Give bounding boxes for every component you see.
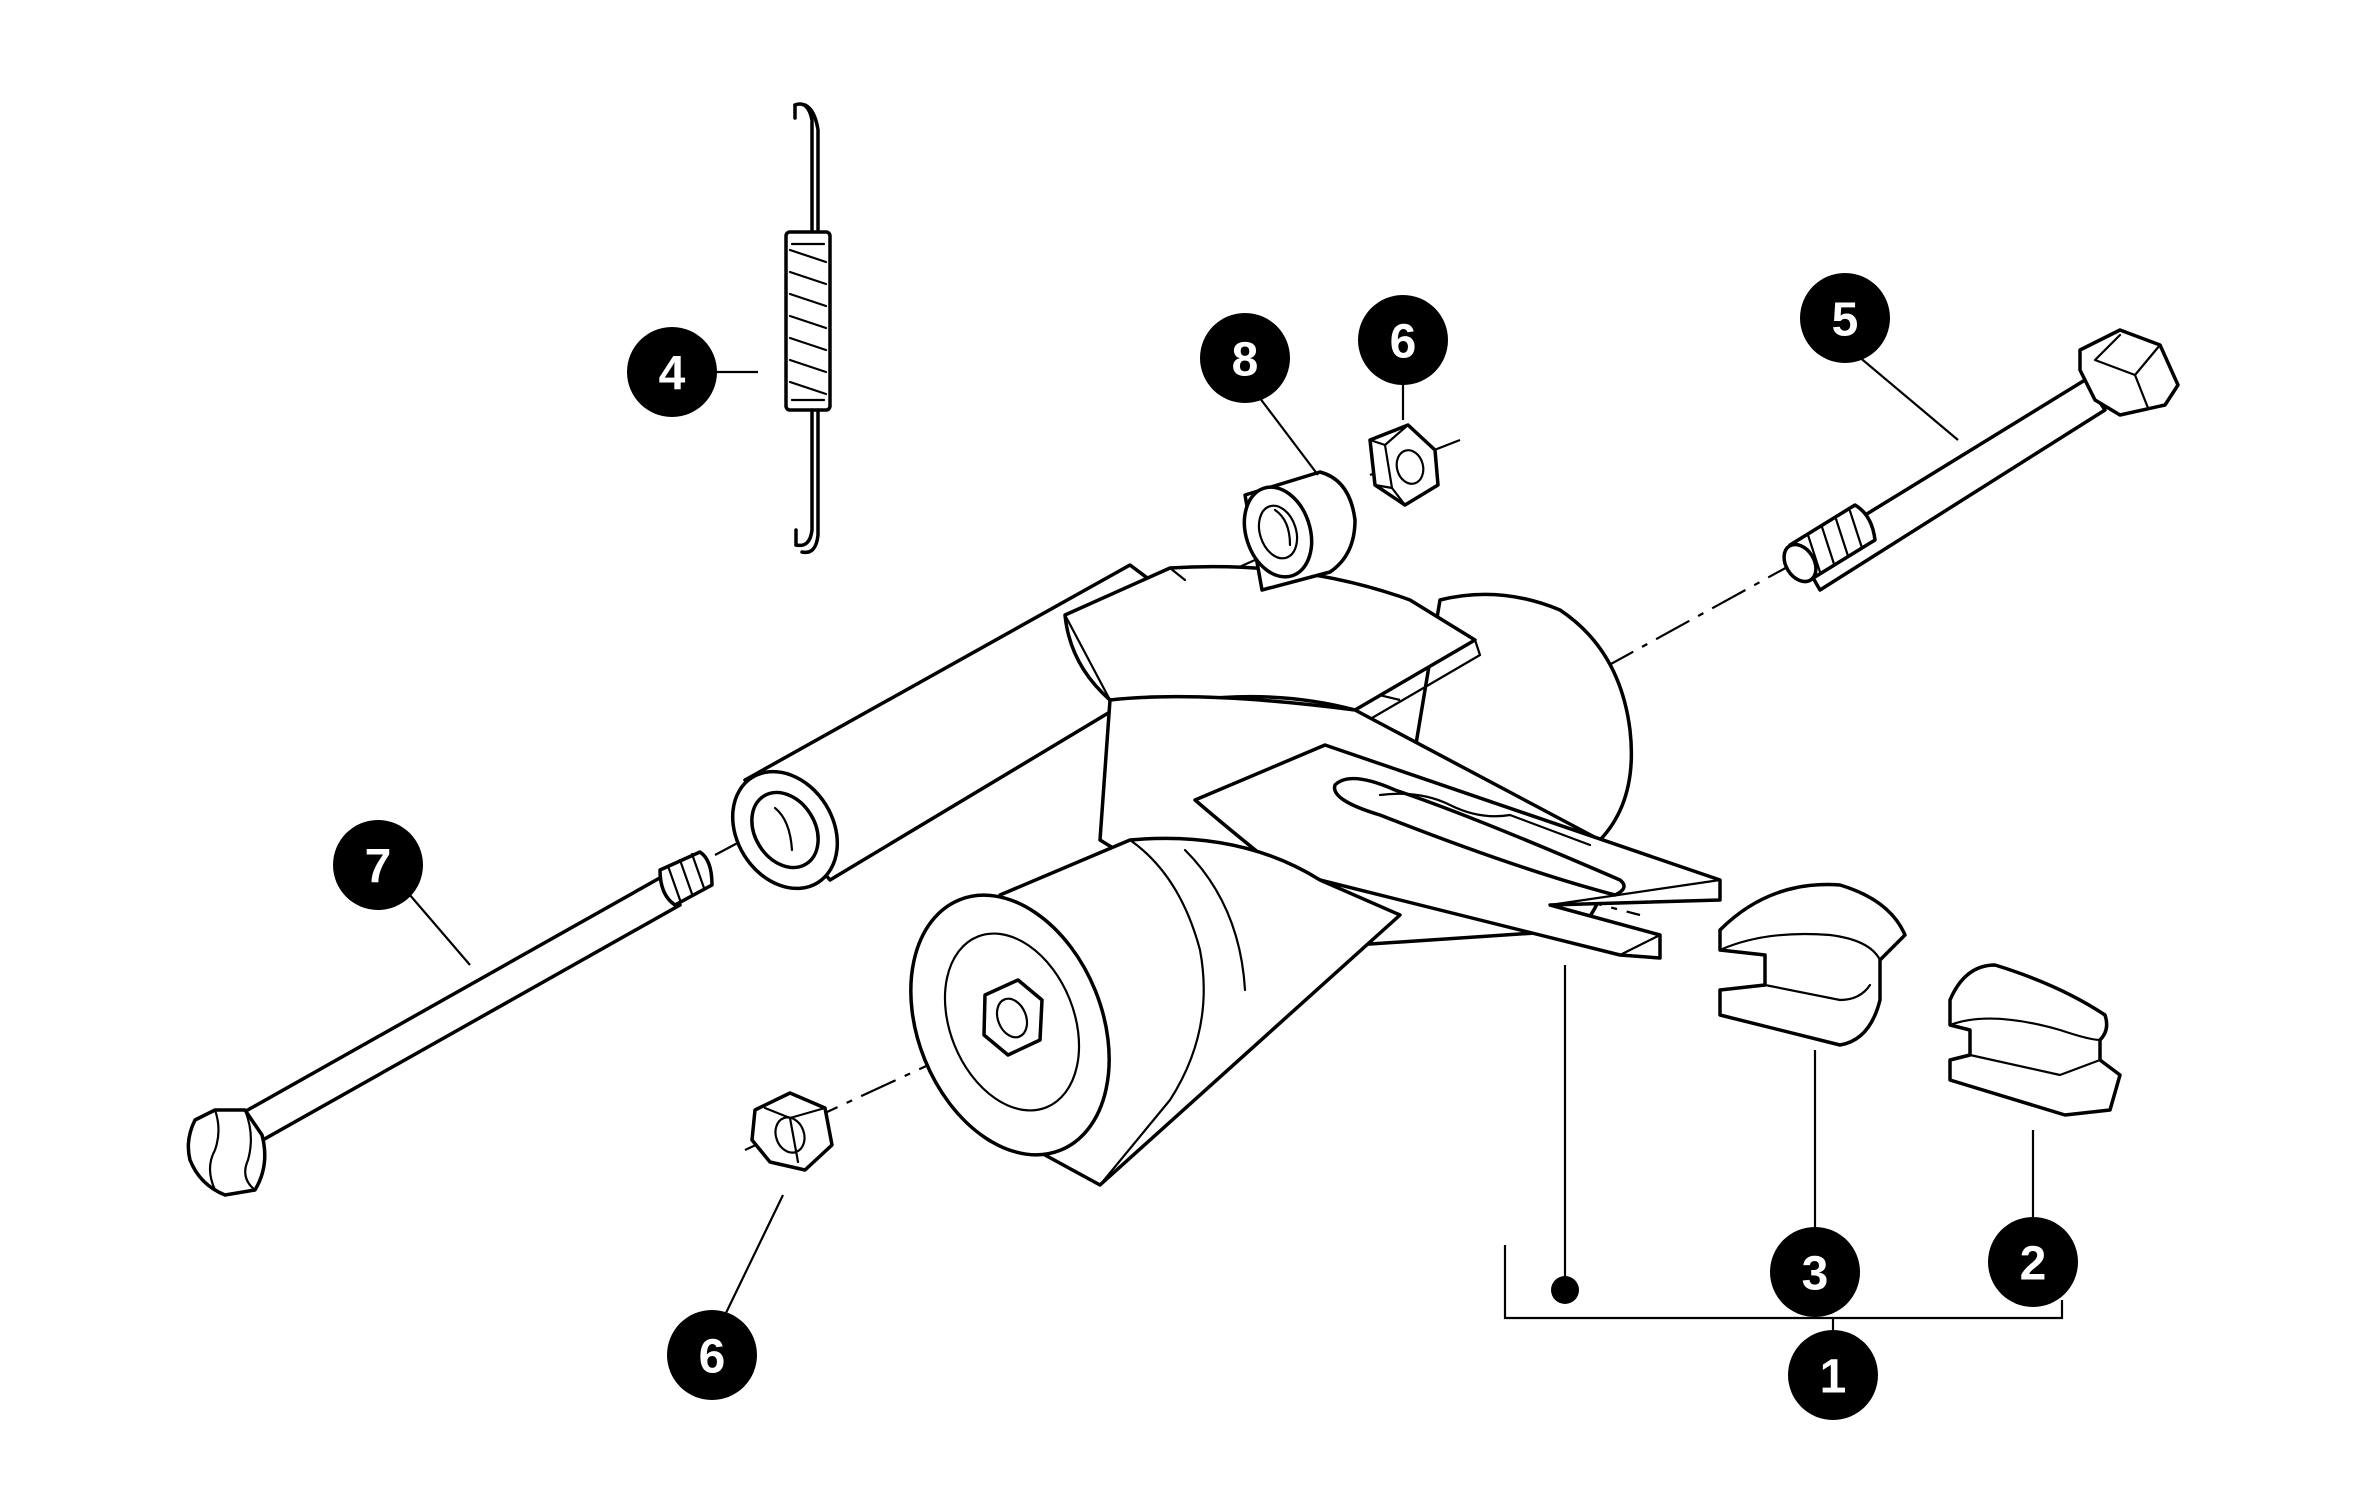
- callout-4: 4: [627, 327, 717, 417]
- callout-6-upper: 6: [1358, 295, 1448, 385]
- callout-3: 3: [1770, 1227, 1860, 1317]
- housing-dot-marker: [1551, 1276, 1579, 1304]
- callout-7: 7: [333, 820, 423, 910]
- slider-block-part: [1718, 882, 1907, 1047]
- lower-nut-part: [750, 1091, 834, 1172]
- lower-bolt-part: [186, 850, 714, 1197]
- housing-assembly: [730, 563, 1722, 1187]
- callout-6-upper-label: 6: [1390, 316, 1417, 369]
- spring-part: [784, 102, 832, 555]
- leader-7: [402, 886, 471, 966]
- callout-1: 1: [1788, 1330, 1878, 1420]
- callout-5: 5: [1800, 273, 1890, 363]
- upper-bolt-part: [1782, 328, 2180, 592]
- bushing-part: [1242, 470, 1357, 592]
- callout-3-label: 3: [1802, 1248, 1829, 1301]
- leader-5: [1844, 344, 1959, 441]
- upper-nut-part: [1368, 423, 1440, 507]
- callout-8: 8: [1200, 313, 1290, 403]
- wedge-block-part: [1948, 963, 2122, 1117]
- leader-8: [1249, 384, 1319, 476]
- callout-5-label: 5: [1832, 294, 1859, 347]
- callout-1-label: 1: [1820, 1351, 1847, 1404]
- leader-lines: [402, 344, 2064, 1330]
- callout-2: 2: [1988, 1217, 2078, 1307]
- bracket-1: [1503, 1245, 2064, 1320]
- callout-4-label: 4: [659, 348, 686, 401]
- leader-6-lower: [724, 1194, 784, 1316]
- callout-6-lower: 6: [667, 1310, 757, 1400]
- axis-upper-bolt: [1599, 559, 1801, 671]
- callout-8-label: 8: [1232, 334, 1259, 387]
- callout-7-label: 7: [365, 841, 392, 894]
- callout-6-lower-label: 6: [699, 1331, 726, 1384]
- callout-2-label: 2: [2020, 1238, 2047, 1291]
